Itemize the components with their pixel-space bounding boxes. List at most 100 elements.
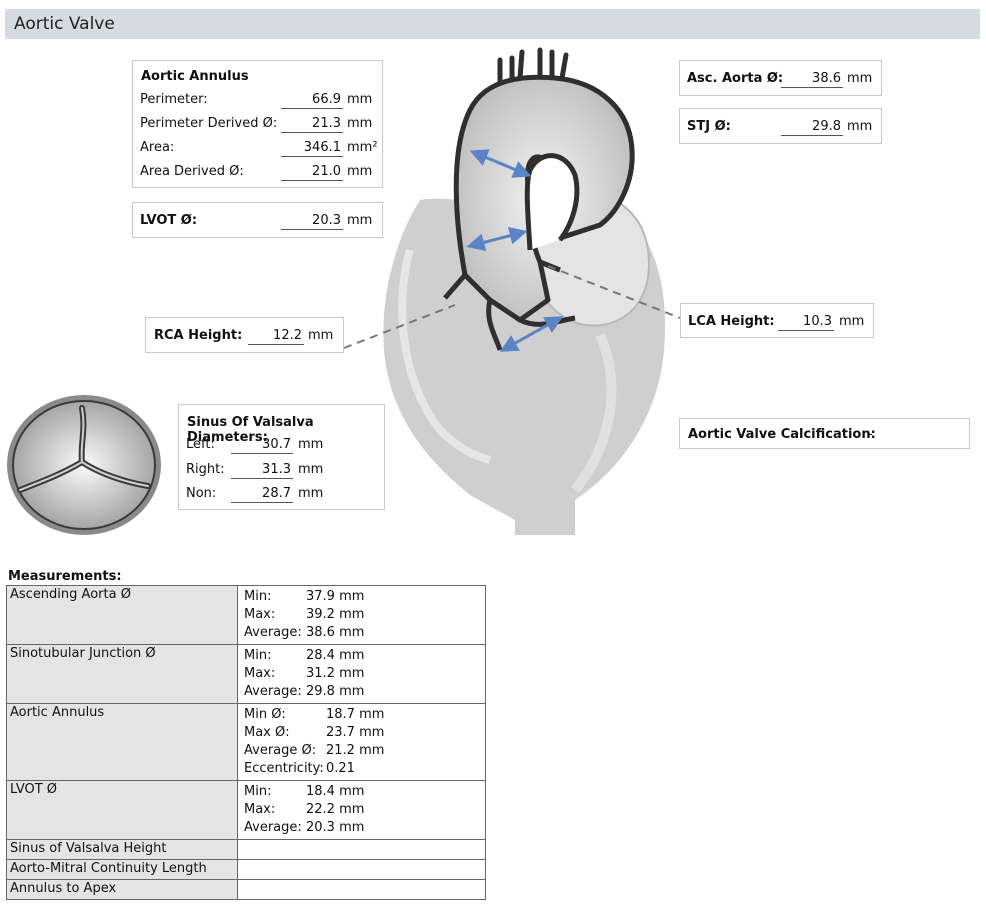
asc-aorta-unit: mm bbox=[847, 71, 873, 86]
measurement-values: Min: 28.4 mm Max: 31.2 mm Average: 29.8 mm bbox=[237, 644, 486, 704]
value: 28.4 mm bbox=[306, 648, 365, 663]
measurement-name: Ascending Aorta Ø bbox=[6, 585, 238, 645]
value-key: Average: bbox=[244, 820, 302, 835]
row-label: Left: bbox=[186, 437, 215, 452]
value: 38.6 mm bbox=[306, 625, 365, 640]
stj-row: STJ Ø: 29.8 mm bbox=[687, 119, 879, 137]
calcification-box: Aortic Valve Calcification: - bbox=[679, 418, 970, 449]
asc-aorta-value: 38.6 bbox=[781, 71, 843, 88]
measurement-values: Min:18.4 mm Max:22.2 mm Average:20.3 mm bbox=[237, 780, 486, 840]
value-key: Max: bbox=[244, 607, 276, 622]
value-key: Min Ø: bbox=[244, 707, 286, 722]
annulus-row-area-derived: Area Derived Ø: 21.0 mm bbox=[140, 164, 380, 182]
lvot-box: LVOT Ø: 20.3 mm bbox=[132, 202, 383, 238]
table-row: Sinotubular Junction Ø Min: 28.4 mm Max: 3… bbox=[6, 644, 486, 704]
calcification-row: Aortic Valve Calcification: - bbox=[688, 427, 964, 445]
table-row: Annulus to Apex bbox=[6, 879, 486, 900]
value-key: Average: bbox=[244, 684, 302, 699]
stj-unit: mm bbox=[847, 119, 873, 134]
measurement-name: Aorto-Mitral Continuity Length bbox=[6, 859, 238, 880]
section-title: Aortic Valve bbox=[14, 14, 115, 34]
aortic-annulus-box: Aortic Annulus Perimeter: 66.9 mm Perime… bbox=[132, 60, 383, 188]
row-unit: mm bbox=[347, 92, 373, 107]
annulus-row-perimeter: Perimeter: 66.9 mm bbox=[140, 92, 380, 110]
value-key: Max Ø: bbox=[244, 725, 290, 740]
row-label: Area Derived Ø: bbox=[140, 164, 244, 179]
row-value: 21.3 bbox=[281, 116, 343, 133]
rca-height-box: RCA Height: 12.2 mm bbox=[145, 317, 344, 353]
row-unit: mm bbox=[298, 437, 324, 452]
row-value: 21.0 bbox=[281, 164, 343, 181]
lca-value: 10.3 bbox=[778, 314, 834, 331]
annulus-row-area: Area: 346.1 mm² bbox=[140, 140, 380, 158]
lca-label: LCA Height: bbox=[688, 314, 775, 329]
calcification-value: - bbox=[868, 427, 873, 442]
annulus-arrow bbox=[499, 316, 564, 352]
row-label: Perimeter Derived Ø: bbox=[140, 116, 278, 131]
lca-leader-line bbox=[547, 265, 681, 319]
calcification-label: Aortic Valve Calcification: bbox=[688, 427, 876, 442]
asc-aorta-arrow bbox=[469, 149, 532, 178]
row-label: Area: bbox=[140, 140, 175, 155]
lca-height-box: LCA Height: 10.3 mm bbox=[680, 303, 874, 338]
value-key: Eccentricity: bbox=[244, 761, 324, 776]
row-unit: mm² bbox=[347, 140, 378, 155]
row-value: 66.9 bbox=[281, 92, 343, 109]
value: 31.2 mm bbox=[306, 666, 365, 681]
rca-leader-line bbox=[343, 304, 456, 349]
value: 39.2 mm bbox=[306, 607, 365, 622]
row-label: Right: bbox=[186, 462, 225, 477]
value-key: Min: bbox=[244, 589, 272, 604]
value-key: Average: bbox=[244, 625, 302, 640]
table-row: LVOT Ø Min:18.4 mm Max:22.2 mm Average:2… bbox=[6, 780, 486, 840]
lvot-value: 20.3 bbox=[281, 213, 343, 230]
value-key: Average Ø: bbox=[244, 743, 317, 758]
aorta-shape bbox=[443, 47, 635, 351]
stj-arrow bbox=[466, 226, 528, 252]
value: 20.3 mm bbox=[306, 820, 365, 835]
measurement-values: Min: 37.9 mm Max: 39.2 mm Average: 38.6 mm bbox=[237, 585, 486, 645]
sinus-row-non: Non: 28.7 mm bbox=[186, 486, 382, 504]
value: 18.7 mm bbox=[326, 707, 385, 722]
lca-row: LCA Height: 10.3 mm bbox=[688, 314, 872, 332]
stj-label: STJ Ø: bbox=[687, 119, 731, 134]
row-value: 30.7 bbox=[231, 437, 293, 454]
lvot-label: LVOT Ø: bbox=[140, 213, 198, 228]
measurements-title: Measurements: bbox=[8, 569, 122, 584]
row-unit: mm bbox=[298, 462, 324, 477]
annulus-row-perimeter-derived: Perimeter Derived Ø: 21.3 mm bbox=[140, 116, 380, 134]
asc-aorta-label: Asc. Aorta Ø: bbox=[687, 71, 784, 86]
value: 22.2 mm bbox=[306, 802, 365, 817]
heart-illustration bbox=[7, 47, 681, 535]
value: 37.9 mm bbox=[306, 589, 365, 604]
sinus-of-valsalva-box: Sinus Of Valsalva Diameters: Left: 30.7 … bbox=[178, 404, 385, 510]
value: 0.21 bbox=[326, 761, 355, 776]
rca-unit: mm bbox=[308, 328, 334, 343]
row-unit: mm bbox=[347, 116, 373, 131]
value-key: Min: bbox=[244, 648, 272, 663]
sinus-title: Sinus Of Valsalva Diameters: bbox=[187, 415, 314, 445]
row-value: 28.7 bbox=[231, 486, 293, 503]
table-row: Aortic Annulus Min Ø: 18.7 mm Max Ø: 23.7 … bbox=[6, 703, 486, 781]
value: 29.8 mm bbox=[306, 684, 365, 699]
row-label: Perimeter: bbox=[140, 92, 208, 107]
stj-value: 29.8 bbox=[781, 119, 843, 136]
measurement-values bbox=[237, 839, 486, 860]
measurement-name: Sinus of Valsalva Height bbox=[6, 839, 238, 860]
measurement-name: LVOT Ø bbox=[6, 780, 238, 840]
row-value: 31.3 bbox=[231, 462, 293, 479]
row-unit: mm bbox=[347, 164, 373, 179]
measurement-name: Aortic Annulus bbox=[6, 703, 238, 781]
measurement-name: Sinotubular Junction Ø bbox=[6, 644, 238, 704]
table-row: Ascending Aorta Ø Min: 37.9 mm Max: 39.2 m… bbox=[6, 585, 486, 645]
lvot-unit: mm bbox=[347, 213, 373, 228]
measurement-values bbox=[237, 859, 486, 880]
measurement-name: Annulus to Apex bbox=[6, 879, 238, 900]
row-label: Non: bbox=[186, 486, 217, 501]
lca-unit: mm bbox=[839, 314, 865, 329]
value-key: Max: bbox=[244, 666, 276, 681]
sinus-row-left: Left: 30.7 mm bbox=[186, 437, 382, 455]
asc-aorta-box: Asc. Aorta Ø: 38.6 mm bbox=[679, 60, 882, 96]
rca-row: RCA Height: 12.2 mm bbox=[154, 328, 342, 346]
value: 23.7 mm bbox=[326, 725, 385, 740]
